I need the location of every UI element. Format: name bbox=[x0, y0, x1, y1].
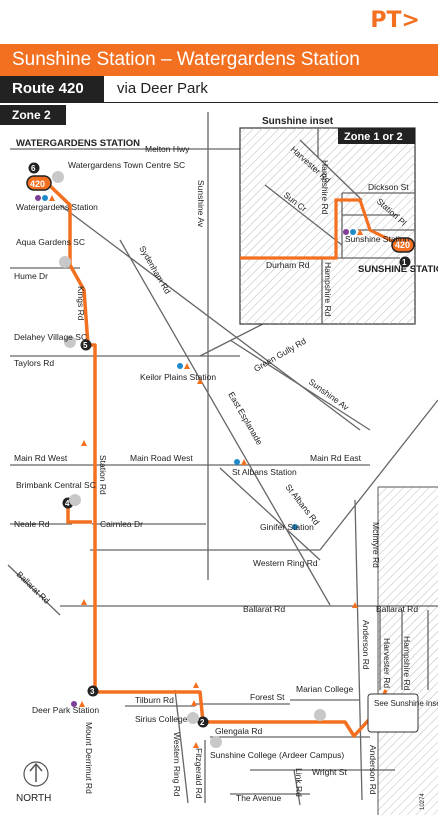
street-harvester-rd: Harvester Rd bbox=[382, 638, 392, 688]
stop-2-number: 2 bbox=[200, 718, 205, 727]
route-420-line bbox=[44, 180, 388, 738]
street-anderson-rd-2: Anderson Rd bbox=[368, 745, 378, 795]
stop-3-number: 3 bbox=[90, 687, 95, 696]
street-main-rd-west: Main Rd West bbox=[14, 453, 68, 463]
place-keilor-plains: Keilor Plains Station bbox=[140, 372, 216, 382]
inset-terminus: SUNSHINE STATION bbox=[358, 264, 438, 275]
route-via-label: via Deer Park bbox=[110, 76, 208, 102]
zone-label: Zone 2 bbox=[0, 105, 66, 125]
footnote: 10274 bbox=[420, 793, 426, 810]
stop-4-number: 4 bbox=[65, 499, 70, 508]
place-sirius-college: Sirius College bbox=[135, 714, 188, 724]
street-ballarat-rd-west: Ballarat Rd bbox=[15, 569, 52, 606]
inset-street-durham: Durham Rd bbox=[266, 260, 310, 270]
inset-street-dickson: Dickson St bbox=[368, 182, 409, 192]
street-main-road-west: Main Road West bbox=[130, 453, 193, 463]
street-hume-dr: Hume Dr bbox=[14, 271, 48, 281]
inset-stop-label: Sunshine Station bbox=[345, 234, 410, 244]
route-badge-north-text: 420 bbox=[30, 179, 45, 189]
orange-triangle-markers bbox=[81, 378, 358, 748]
route-badge-north bbox=[26, 175, 52, 191]
place-ginifer: Ginifer Station bbox=[260, 522, 314, 532]
header-bar: PT> bbox=[0, 0, 438, 44]
street-sydenham-rd: Sydenham Rd bbox=[137, 244, 173, 296]
place-watergardens-station: Watergardens Station bbox=[16, 202, 98, 212]
stop-4-name: Brimbank Central SC bbox=[16, 480, 96, 490]
street-taylors-rd: Taylors Rd bbox=[14, 358, 54, 368]
place-markers bbox=[52, 171, 326, 748]
street-kings-rd: Kings Rd bbox=[76, 286, 86, 321]
stop-6-number: 6 bbox=[31, 164, 36, 173]
street-glengala-rd: Glengala Rd bbox=[215, 726, 263, 736]
top-terminus-label: WATERGARDENS STATION bbox=[16, 138, 140, 149]
pt-logo: PT> bbox=[370, 8, 420, 33]
street-tilburn-rd: Tilburn Rd bbox=[135, 695, 174, 705]
zone-bar bbox=[0, 102, 438, 124]
bus-stop-markers bbox=[28, 162, 411, 728]
inset-stop-number: 1 bbox=[402, 258, 407, 267]
street-sunshine-av: Sunshine Av bbox=[196, 180, 206, 228]
street-forest-st: Forest St bbox=[250, 692, 285, 702]
place-aqua-gardens: Aqua Gardens SC bbox=[16, 237, 85, 247]
street-wright-st: Wright St bbox=[312, 767, 347, 777]
stop-2-name: Sunshine College (Ardeer Campus) bbox=[210, 750, 344, 760]
street-main-rd-east: Main Rd East bbox=[310, 453, 362, 463]
street-hampshire-rd: Hampshire Rd bbox=[402, 636, 412, 691]
inset-zone-label: Zone 1 or 2 bbox=[344, 131, 403, 143]
see-inset-label: See Sunshine inset bbox=[374, 699, 438, 708]
inset-route-badge: 420 bbox=[395, 240, 410, 250]
street-fitzgerald-rd: Fitzgerald Rd bbox=[194, 748, 204, 799]
see-inset-box bbox=[367, 693, 419, 733]
place-st-albans: St Albans Station bbox=[232, 467, 297, 477]
street-east-esplanade: East Esplanade bbox=[226, 390, 265, 447]
street-cairnlea-dr: Cairnlea Dr bbox=[100, 519, 143, 529]
street-melton-hwy: Melton Hwy bbox=[145, 144, 190, 154]
inset-street-hampshire: Hampshire Rd bbox=[320, 160, 330, 215]
street-ballarat-rd-east: Ballarat Rd bbox=[376, 604, 418, 614]
north-arrow-icon bbox=[23, 761, 49, 787]
street-the-avenue: The Avenue bbox=[236, 793, 281, 803]
street-western-ring-rd: Western Ring Rd bbox=[253, 558, 318, 568]
inset-title: Sunshine inset bbox=[262, 116, 334, 127]
street-station-rd: Station Rd bbox=[98, 455, 108, 495]
stop-3-name: Deer Park Station bbox=[32, 705, 99, 715]
street-anderson-rd: Anderson Rd bbox=[361, 620, 371, 670]
street-mcintyre-rd: McIntyre Rd bbox=[371, 522, 381, 568]
route-badge-inset bbox=[391, 237, 415, 253]
station-icons bbox=[35, 195, 363, 707]
street-link-rd: Link Rd bbox=[294, 768, 304, 797]
street-neale-rd: Neale Rd bbox=[14, 519, 50, 529]
route-number-badge: Route 420 bbox=[0, 76, 104, 102]
north-label: NORTH bbox=[16, 793, 51, 804]
street-ballarat-rd: Ballarat Rd bbox=[243, 604, 285, 614]
route-title: Sunshine Station – Watergardens Station bbox=[0, 44, 438, 76]
place-watergardens-tc: Watergardens Town Centre SC bbox=[68, 160, 185, 170]
place-marian-college: Marian College bbox=[296, 684, 353, 694]
road-network bbox=[7, 112, 438, 806]
street-mount-derrimut-rd: Mount Derrimut Rd bbox=[84, 722, 94, 794]
inset-street-hampshire-2: Hampshire Rd bbox=[323, 262, 333, 317]
stop-5-number: 5 bbox=[83, 341, 88, 350]
street-st-albans-rd: St Albans Rd bbox=[283, 482, 321, 527]
stop-5-name: Delahey Village SC bbox=[14, 332, 87, 342]
street-western-ring-rd-2: Western Ring Rd bbox=[172, 732, 182, 797]
